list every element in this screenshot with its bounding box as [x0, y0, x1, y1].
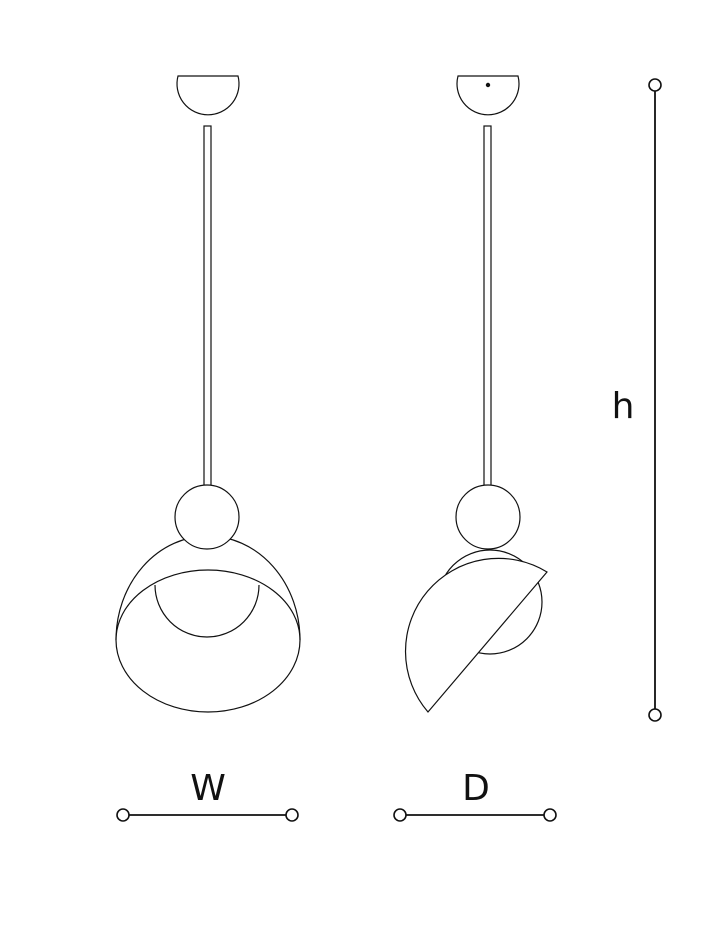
width-dimension-left-end: [116, 808, 130, 822]
front-shade-outer: [115, 535, 301, 713]
front-bulb-visible: [154, 584, 260, 638]
side-joint-ball: [455, 484, 521, 550]
height-dimension: h: [612, 78, 662, 722]
height-label: h: [612, 386, 635, 427]
front-suspension-rod: [203, 125, 212, 489]
side-ceiling-canopy: [456, 75, 520, 116]
front-shade-inner: [115, 569, 301, 641]
width-dimension-right-end: [285, 808, 299, 822]
side-suspension-rod: [483, 125, 492, 489]
width-dimension: W: [116, 768, 299, 822]
depth-label: D: [462, 768, 490, 809]
lamp-side-view: [404, 75, 548, 713]
depth-dimension-right-end: [543, 808, 557, 822]
depth-dimension-left-end: [393, 808, 407, 822]
height-dimension-top-end: [648, 78, 662, 92]
width-label: W: [190, 768, 226, 809]
front-joint-ball: [174, 484, 240, 550]
side-canopy-screw: [485, 82, 491, 88]
lamp-front-view: [115, 75, 301, 713]
side-shade-tilted: [404, 557, 548, 713]
depth-dimension: D: [393, 768, 557, 822]
front-ceiling-canopy: [176, 75, 240, 116]
height-dimension-bottom-end: [648, 708, 662, 722]
